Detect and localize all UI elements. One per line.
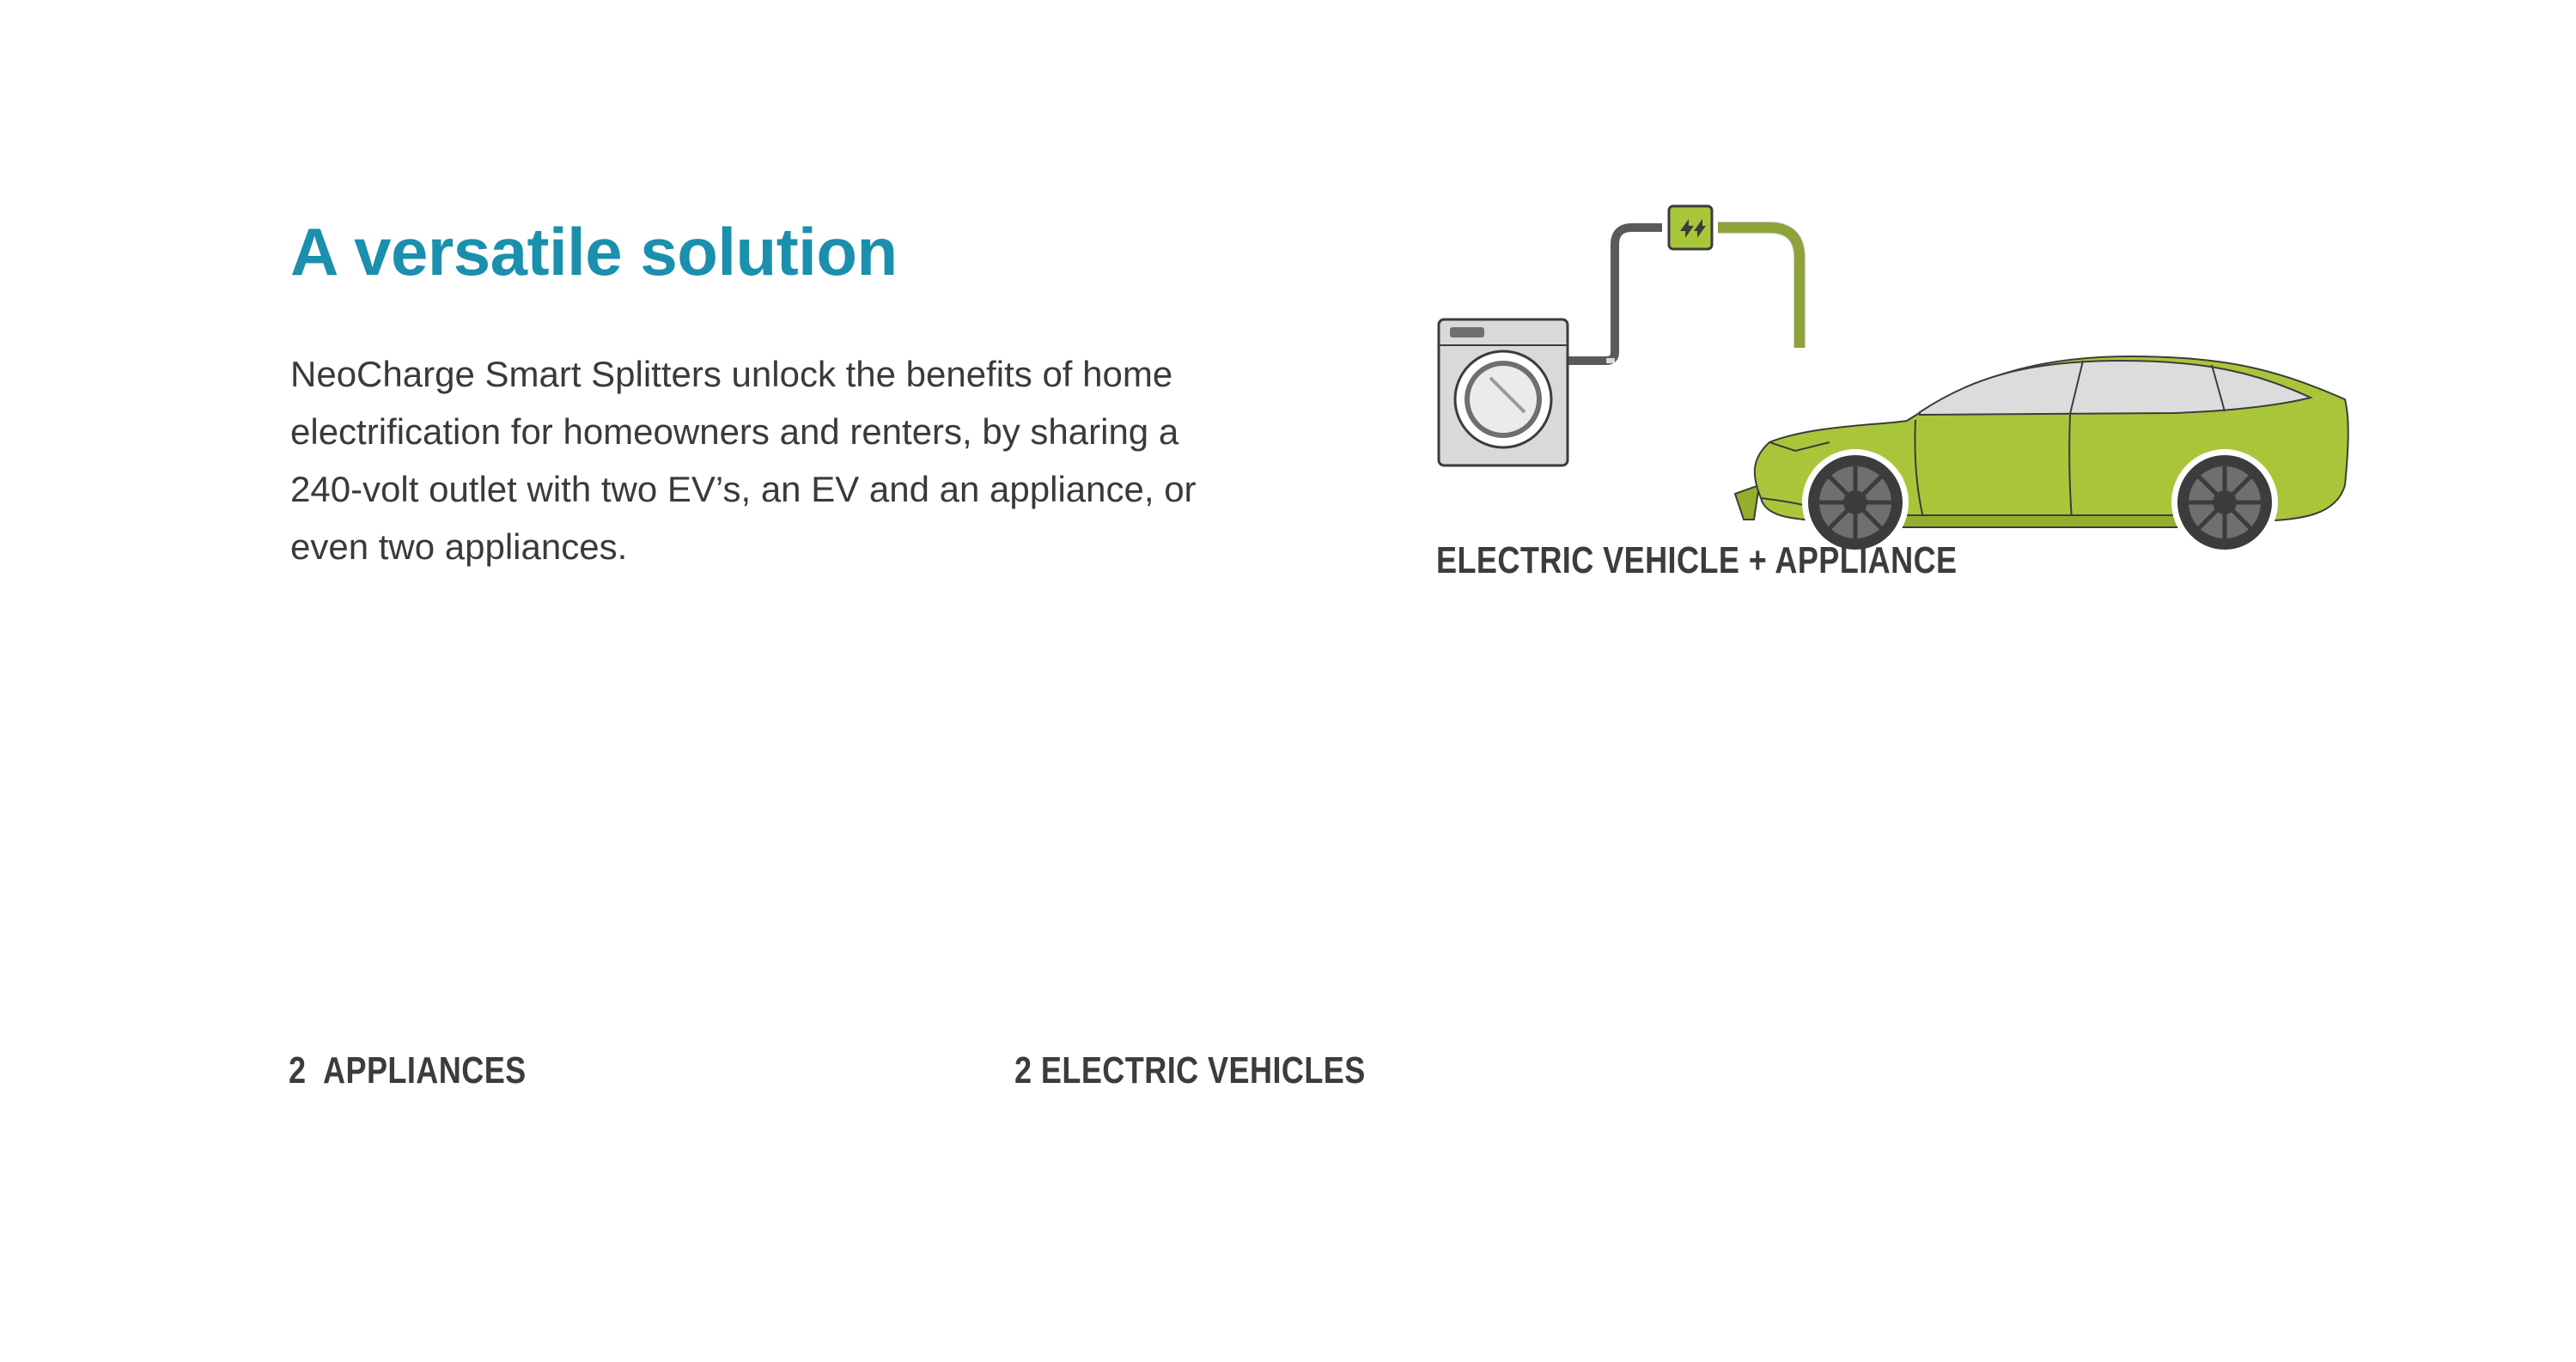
page-title: A versatile solution — [290, 214, 898, 289]
scenario-ev-appliance — [1437, 204, 2348, 556]
electric-car-icon — [1735, 356, 2348, 556]
caption-two-evs: 2 ELECTRIC VEHICLES — [1014, 1049, 1366, 1091]
washing-machine-icon — [1437, 318, 1569, 467]
caption-ev-appliance: ELECTRIC VEHICLE + APPLIANCE — [1436, 539, 1958, 581]
caption-two-appliances: 2 APPLIANCES — [289, 1049, 527, 1091]
splitter-icon — [1667, 204, 1714, 251]
description-text: NeoCharge Smart Splitters unlock the ben… — [290, 354, 1197, 567]
